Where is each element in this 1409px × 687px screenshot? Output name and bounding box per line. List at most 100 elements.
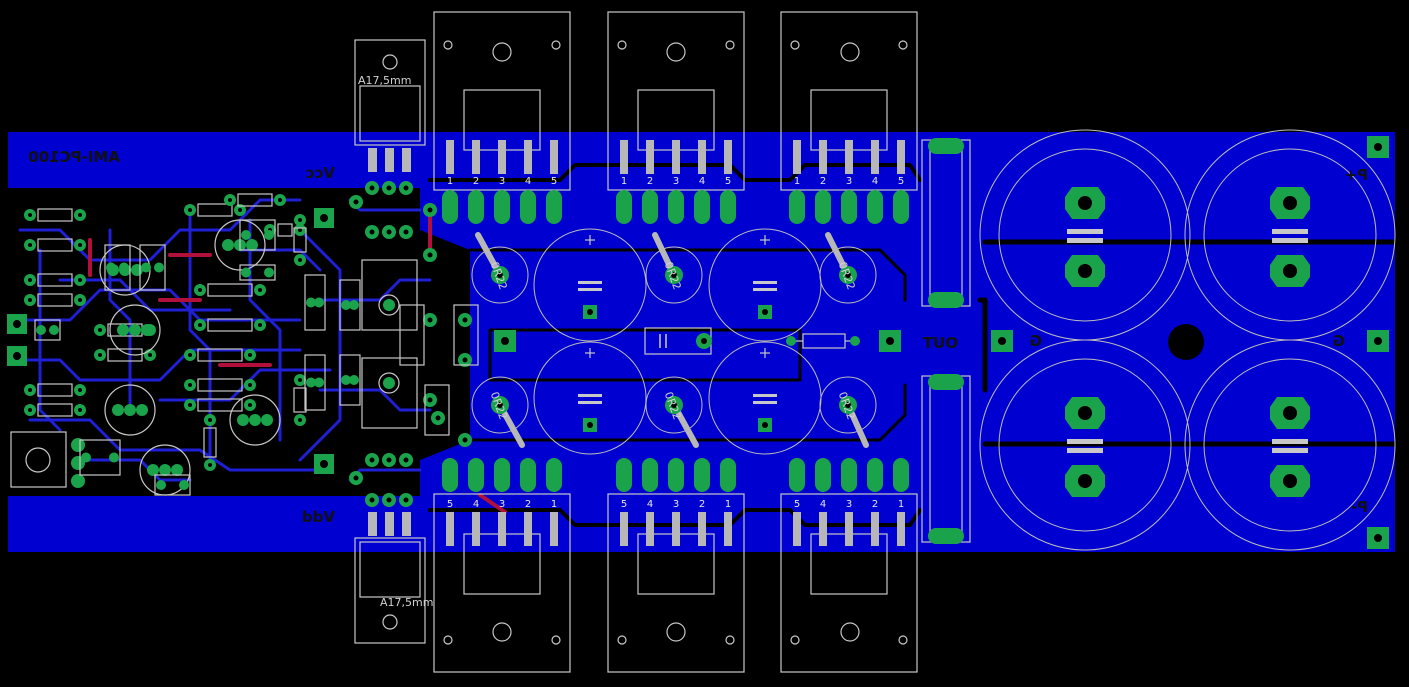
driver-stage [361,259,479,436]
transistor-lead [897,140,905,174]
pin-number: 2 [473,176,479,187]
resistor [203,414,217,471]
pin-number: 4 [872,176,878,187]
transistor-pad [494,190,510,224]
board-title: AMI-PC100 [28,148,120,166]
transistor-pad [867,458,883,492]
transistor-lead [845,512,853,546]
transistor-pad [520,458,536,492]
transistor-lead [646,512,654,546]
filter-capacitor [1184,339,1396,551]
resistor [24,238,86,252]
fuse-holders [921,138,971,544]
transistor-pad [815,190,831,224]
small-capacitor [154,474,191,496]
transistor-pad [841,458,857,492]
transistor-lead [472,140,480,174]
connector-pads [7,136,1389,549]
transistor-pad [789,190,805,224]
transistor-pad [468,458,484,492]
transistor-lead [446,512,454,546]
resistor [24,383,86,397]
transistor-pad [520,190,536,224]
resistor [184,348,256,362]
pin-number: 1 [551,499,557,510]
out-label: OUT [922,334,958,352]
pin-number: 2 [820,176,826,187]
electrolytic-capacitor [533,228,647,342]
transistor-pad [642,458,658,492]
small-capacitor [104,244,131,291]
electrolytic-capacitor [708,228,822,342]
center-capacitors [533,228,822,455]
pin-number: 1 [621,176,627,187]
small-capacitor [239,219,276,251]
resistor [194,283,266,297]
transistor-pad [815,458,831,492]
transistor-lead [845,140,853,174]
transistor-lead [698,140,706,174]
trimmer-pot [10,431,85,488]
resistor [184,398,256,412]
small-capacitor [304,274,326,331]
transistor-lead [897,512,905,546]
pin-number: 5 [621,499,627,510]
transistor-pad [668,190,684,224]
transistor-pad [642,190,658,224]
small-capacitor [79,439,121,476]
transistor-lead [672,512,680,546]
pin-number: 1 [898,499,904,510]
top-layer-traces [88,208,507,514]
transistor-pad [668,458,684,492]
transistor-q5 [607,493,745,673]
pin-number: 3 [846,499,852,510]
transistor-lead [819,512,827,546]
transistor-lead [472,512,480,546]
transistor-lead [646,140,654,174]
signal-area-pour [8,188,20,496]
ground-label-right: G [1333,332,1345,350]
regulator-top: A17,5mm [354,39,426,172]
transistor-lead [698,512,706,546]
pin-number: 4 [820,499,826,510]
transistor-pad [616,190,632,224]
p-plus-label: P+ [1344,166,1368,184]
transistor-lead [793,512,801,546]
resistor [293,374,307,426]
transistor-pad [616,458,632,492]
power-transistors-bottom [433,493,918,673]
pin-number: 5 [447,499,453,510]
pin-number: 5 [794,499,800,510]
resistor [184,378,256,392]
transistor-lead [620,140,628,174]
resistor [24,208,86,222]
transistor-pad [494,458,510,492]
emitter-resistor: 0R22 [819,376,877,448]
mounting-hole [1168,324,1204,360]
small-capacitor [339,354,361,406]
transistor-lead [724,512,732,546]
pin-number: 5 [725,176,731,187]
pin-number: 2 [647,176,653,187]
transistor-lead [724,140,732,174]
pin-number: 5 [898,176,904,187]
small-transistor [104,384,156,436]
emitter-resistor: 0R22 [819,232,877,304]
vcc-label: Vcc [306,164,335,182]
transistor-lead [498,512,506,546]
pin-number: 3 [846,176,852,187]
small-transistor [229,394,281,446]
transistor-pad [442,190,458,224]
ground-label-left: G [1030,332,1042,350]
transistor-lead [550,140,558,174]
filter-capacitor [979,339,1191,551]
resistor [24,403,86,417]
transistor-pad [720,190,736,224]
transistor-pad [442,458,458,492]
transistor-lead [819,140,827,174]
resistor [293,214,307,266]
transistor-pad [789,458,805,492]
